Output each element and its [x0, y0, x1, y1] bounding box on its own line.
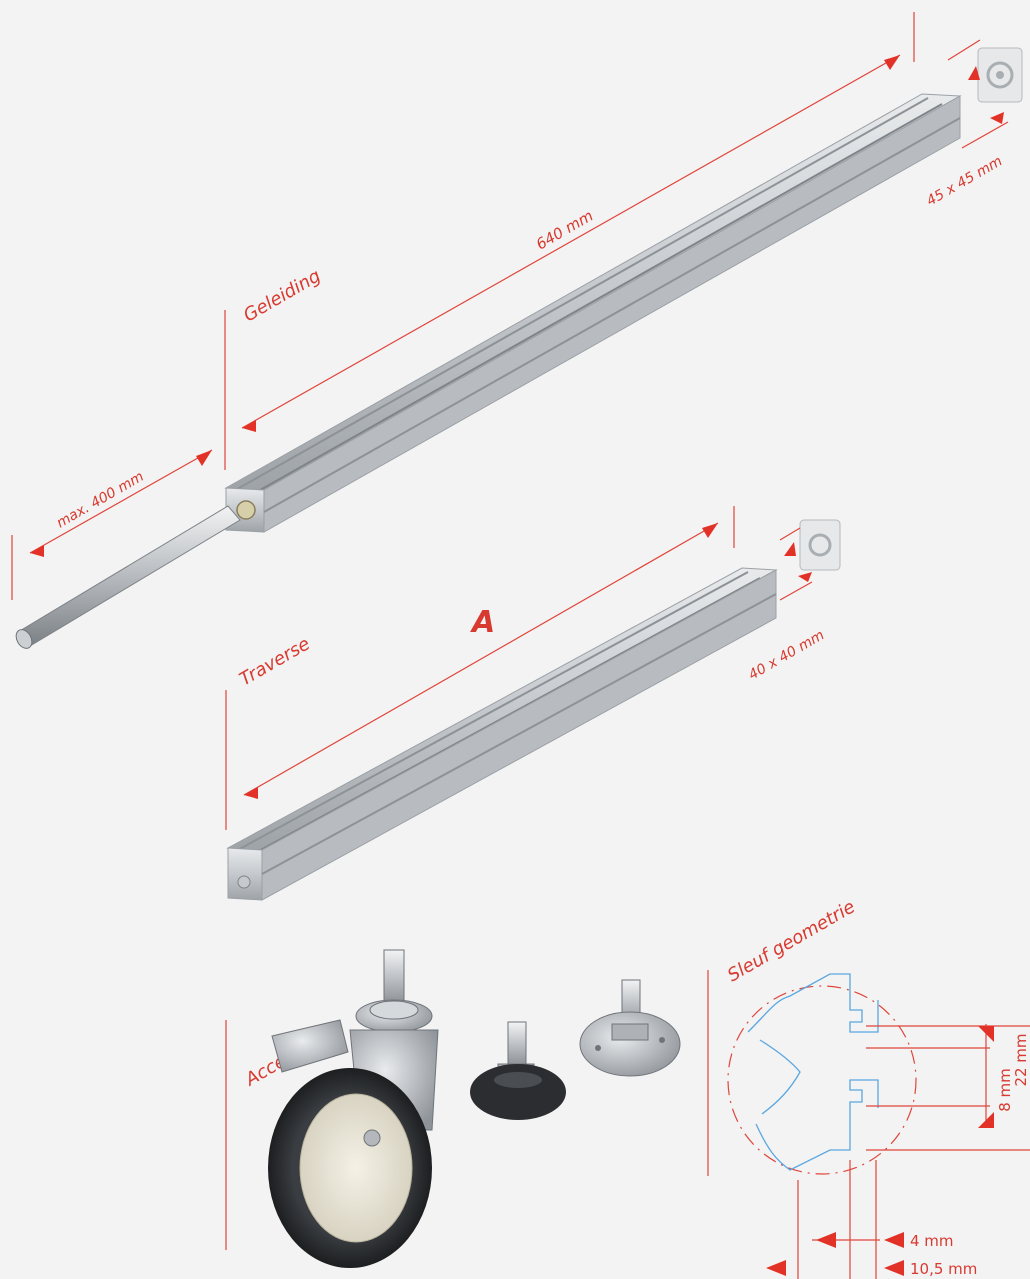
label-traverse: Traverse: [236, 633, 314, 690]
arrow-icon: [798, 572, 812, 582]
arrow-right-icon: [702, 523, 718, 538]
caster-wheel-icon: [268, 949, 439, 1268]
slot-inner-outline: [759, 1039, 801, 1115]
dim-400: max. 400 mm: [54, 469, 147, 532]
arrow-down-icon: [978, 1026, 994, 1042]
label-sleuf: Sleuf geometrie: [724, 896, 859, 986]
dim-105mm: 10,5 mm: [910, 1260, 977, 1278]
arrow-right-icon: [884, 55, 900, 70]
bore-icon: [237, 875, 251, 889]
section-40-leader: [779, 527, 801, 541]
dim-40: 40 x 40 mm: [746, 627, 827, 683]
arrow-right-icon: [766, 1260, 786, 1276]
guide-rod: [15, 505, 241, 649]
arrow-left-icon: [244, 787, 258, 799]
length-640-dimension-line: [241, 54, 901, 429]
stroke-400-dimension-line: [29, 449, 213, 554]
detail-circle: [727, 985, 917, 1175]
arrow-icon: [968, 66, 980, 80]
section-40-leader-2: [779, 581, 813, 601]
arrow-right-icon: [196, 450, 212, 466]
dim-a-marker: A: [470, 605, 495, 640]
dim-8mm: 8 mm: [996, 1068, 1014, 1112]
arrow-up-icon: [978, 1112, 994, 1128]
dim-45: 45 x 45 mm: [924, 153, 1005, 209]
arrow-left-icon: [30, 545, 44, 557]
slot-profile-outline: [747, 973, 879, 1171]
arrow-right-icon: [816, 1232, 836, 1248]
dim-22mm: 22 mm: [1012, 1033, 1030, 1086]
arrow-left-icon: [884, 1260, 904, 1276]
arrow-icon: [990, 112, 1004, 124]
slot-detail: [727, 973, 917, 1175]
section-40-icon: [799, 519, 841, 571]
arrow-left-icon: [884, 1232, 904, 1248]
arrow-left-icon: [242, 420, 256, 432]
section-45-leader: [947, 39, 981, 61]
label-geleiding: Geleiding: [240, 265, 324, 326]
dim-4mm: 4 mm: [910, 1232, 954, 1250]
guide-profile: [224, 93, 962, 533]
bearing-icon: [236, 500, 256, 520]
section-45-leader-2: [961, 121, 1009, 149]
section-45-icon: [977, 47, 1023, 103]
base-plate-foot-icon: [579, 979, 681, 1077]
leveling-foot-icon: [470, 1021, 566, 1120]
length-a-dimension-line: [243, 522, 719, 796]
arrow-icon: [784, 542, 796, 556]
dim-640: 640 mm: [533, 207, 596, 254]
traverse-profile: [226, 567, 778, 901]
